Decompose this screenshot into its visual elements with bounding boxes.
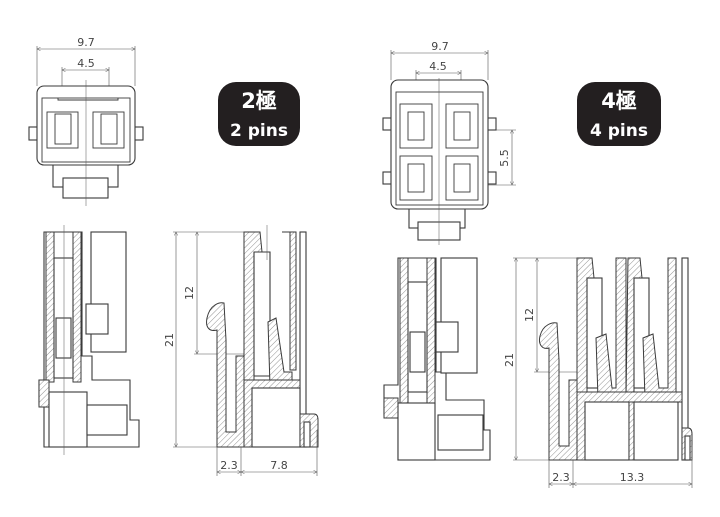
four-pin-height-dim: 21: [503, 353, 516, 367]
two-pin-width-dim: 9.7: [77, 36, 95, 49]
four-pin-depth-dim: 13.3: [620, 471, 645, 484]
four-pin-row-pitch-dim: 5.5: [498, 149, 511, 167]
four-pin-upper-dim: 12: [523, 308, 536, 322]
two-pin-upper-dim: 12: [183, 286, 196, 300]
two-pin-height-dim: 21: [163, 333, 176, 347]
four-pin-badge-en: 4 pins: [590, 121, 648, 141]
four-pin-front-view: 9.7 4.5 5.5: [382, 40, 516, 245]
two-pin-section-view: 21 12 2.3 7.8: [163, 225, 319, 476]
two-pin-depth-dim: 7.8: [270, 459, 288, 472]
four-pin-latch-dim: 2.3: [552, 471, 570, 484]
two-pin-pitch-dim: 4.5: [77, 57, 95, 70]
four-pin-badge-jp: 4極: [601, 89, 637, 113]
two-pin-front-view: 9.7 4.5: [28, 36, 144, 206]
four-pin-side-view: [383, 257, 491, 461]
two-pin-latch-dim: 2.3: [220, 459, 238, 472]
two-pin-badge: 2極 2 pins: [218, 82, 300, 146]
four-pin-section-view: 21 12 2.3 13.3: [503, 257, 693, 488]
four-pin-badge: 4極 4 pins: [577, 82, 661, 146]
two-pin-side-view: [38, 225, 140, 455]
two-pin-badge-en: 2 pins: [230, 121, 288, 141]
four-pin-pitch-dim: 4.5: [429, 60, 447, 73]
four-pin-width-dim: 9.7: [431, 40, 449, 53]
two-pin-badge-jp: 2極: [241, 89, 277, 113]
